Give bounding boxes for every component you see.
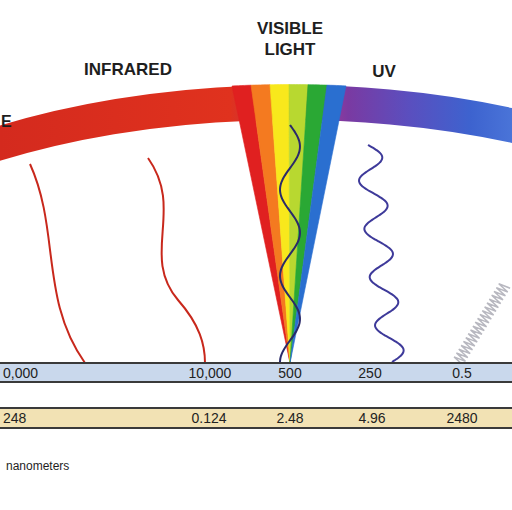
spectrum-stripe (251, 85, 290, 363)
band-label: UV (372, 62, 396, 82)
scale-value: 248 (3, 411, 26, 425)
xray-wave (454, 284, 510, 365)
scale-value: 4.96 (358, 411, 385, 425)
scale-value: 250 (358, 366, 381, 380)
scale-value: 0.5 (452, 366, 471, 380)
infrared-wave (148, 158, 205, 363)
scale-value: 500 (278, 366, 301, 380)
scale-value: 2.48 (276, 411, 303, 425)
spectrum-stripe (270, 85, 290, 364)
scale-value: 10,000 (189, 366, 232, 380)
band-label: VISIBLE LIGHT (242, 18, 338, 60)
uv-wave (359, 145, 404, 362)
long-wave (30, 164, 85, 363)
visible-wedge (232, 85, 346, 364)
scale-band: 248 0.124 2.48 4.96 2480 (0, 407, 512, 429)
scale-value: 0.124 (191, 411, 226, 425)
band-label: INFRARED (84, 60, 172, 80)
scale-value: 2480 (446, 411, 477, 425)
unit-label: nanometers (6, 459, 69, 473)
scale-value: 0,000 (3, 366, 38, 380)
band-label: E (1, 112, 12, 131)
scale-band: 0,000 10,000 500 250 0.5 (0, 362, 512, 383)
spectrum-stripe (232, 85, 290, 363)
visible-wave (280, 125, 300, 362)
